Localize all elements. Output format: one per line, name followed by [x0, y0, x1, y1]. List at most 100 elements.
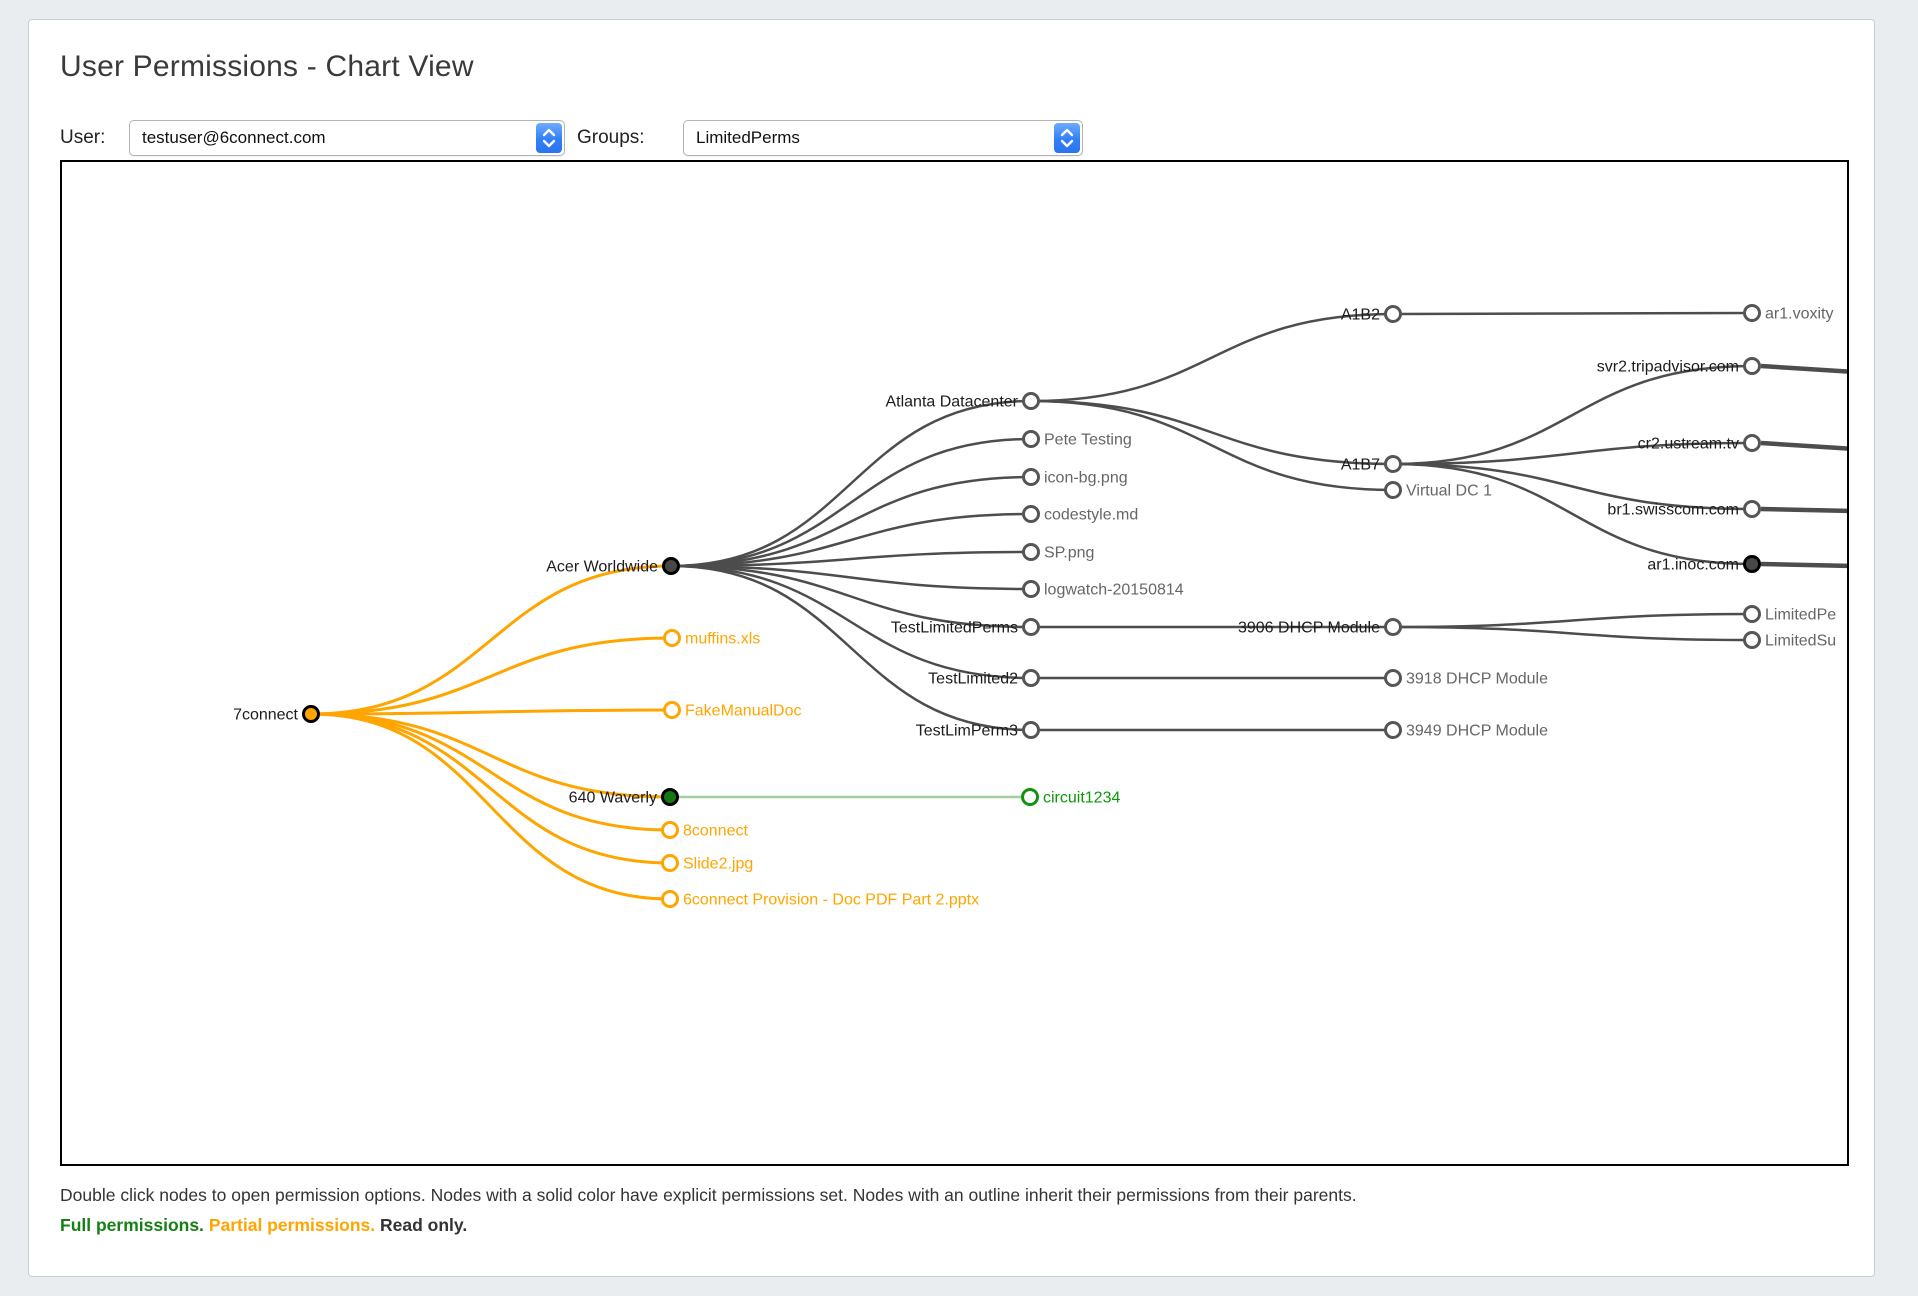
legend: Double click nodes to open permission op…	[60, 1180, 1850, 1240]
user-select[interactable]: testuser@6connect.com	[129, 120, 565, 156]
user-select-value: testuser@6connect.com	[142, 128, 326, 147]
tree-node-svr2[interactable]	[1743, 357, 1761, 375]
tree-node-label: logwatch-20150814	[1044, 582, 1184, 599]
tree-node-label: cr2.ustream.tv	[1638, 436, 1739, 453]
up-down-chevron-icon[interactable]	[1054, 123, 1080, 153]
user-label: User:	[60, 127, 106, 148]
tree-link	[670, 564, 1032, 680]
tree-node-dhcp3906[interactable]	[1384, 618, 1402, 636]
page-title: User Permissions - Chart View	[60, 50, 474, 83]
tree-node-limitedpe[interactable]	[1743, 605, 1761, 623]
tree-link	[1392, 364, 1753, 466]
tree-link	[310, 712, 671, 901]
tree-node-codestyle[interactable]	[1022, 505, 1040, 523]
tree-node-label: LimitedSu	[1765, 633, 1836, 650]
tree-node-label: A1B2	[1341, 307, 1380, 324]
up-down-chevron-icon[interactable]	[536, 123, 562, 153]
tree-link	[670, 512, 1032, 568]
tree-link	[1030, 399, 1394, 492]
tree-node-label: muffins.xls	[685, 631, 760, 648]
tree-node-muffins[interactable]	[663, 629, 681, 647]
tree-node-pete[interactable]	[1022, 430, 1040, 448]
tree-link	[1392, 311, 1753, 316]
tree-node-label: codestyle.md	[1044, 507, 1138, 524]
tree-node-label: 640 Waverly	[569, 790, 657, 807]
tree-node-label: Atlanta Datacenter	[885, 394, 1018, 411]
tree-link	[670, 475, 1032, 568]
tree-node-limitedsu[interactable]	[1743, 631, 1761, 649]
tree-link	[1392, 462, 1753, 511]
tree-node-cr2[interactable]	[1743, 434, 1761, 452]
tree-node-testlimited2[interactable]	[1022, 669, 1040, 687]
tree-node-br1[interactable]	[1743, 500, 1761, 518]
tree-node-label: Virtual DC 1	[1406, 483, 1492, 500]
tree-node-logwatch[interactable]	[1022, 580, 1040, 598]
tree-link	[1392, 612, 1753, 629]
tree-node-label: SP.png	[1044, 545, 1094, 562]
tree-node-waverly[interactable]	[661, 788, 679, 806]
tree-node-label: 8connect	[683, 823, 748, 840]
tree-link	[1030, 399, 1394, 466]
tree-node-atlanta[interactable]	[1022, 392, 1040, 410]
tree-node-label: TestLimPerm3	[916, 723, 1018, 740]
tree-link	[670, 564, 1032, 591]
tree-node-econnect8[interactable]	[661, 821, 679, 839]
tree-tail-link	[1760, 440, 1847, 451]
tree-link	[1030, 312, 1394, 403]
tree-link	[1392, 625, 1753, 642]
tree-node-label: icon-bg.png	[1044, 470, 1128, 487]
tree-node-circuit1234[interactable]	[1021, 788, 1039, 806]
tree-link	[1392, 462, 1753, 566]
tree-node-label: ar1.voxity	[1765, 306, 1833, 323]
tree-node-fakemanual[interactable]	[663, 701, 681, 719]
tree-node-dhcp3918[interactable]	[1384, 669, 1402, 687]
tree-node-a1b7[interactable]	[1384, 455, 1402, 473]
tree-node-n7connect[interactable]	[302, 705, 320, 723]
tree-node-label: Acer Worldwide	[546, 559, 658, 576]
tree-node-voxity[interactable]	[1743, 304, 1761, 322]
groups-select[interactable]: LimitedPerms	[683, 120, 1083, 156]
tree-link	[310, 636, 673, 716]
tree-node-label: circuit1234	[1043, 790, 1120, 807]
tree-link	[1392, 441, 1753, 466]
tree-node-label: 7connect	[233, 707, 298, 724]
tree-link	[310, 564, 672, 716]
tree-node-label: 3949 DHCP Module	[1406, 723, 1548, 740]
tree-node-label: LimitedPe	[1765, 607, 1836, 624]
tree-node-label: TestLimitedPerms	[891, 620, 1018, 637]
tree-node-virtualdc1[interactable]	[1384, 481, 1402, 499]
tree-node-testlimitedperms[interactable]	[1022, 618, 1040, 636]
tree-node-label: br1.swisscom.com	[1607, 502, 1739, 519]
tree-node-label: A1B7	[1341, 457, 1380, 474]
tree-node-label: Slide2.jpg	[683, 856, 753, 873]
tree-node-acer[interactable]	[662, 557, 680, 575]
legend-help-text: Double click nodes to open permission op…	[60, 1185, 1357, 1205]
tree-link	[670, 399, 1032, 568]
permissions-tree: 7connect Acer Worldwide muffins.xlsFakeMan…	[233, 304, 1847, 909]
tree-node-sppng[interactable]	[1022, 543, 1040, 561]
tree-node-provision[interactable]	[661, 890, 679, 908]
tree-node-label: svr2.tripadvisor.com	[1597, 359, 1739, 376]
tree-node-label: FakeManualDoc	[685, 703, 802, 720]
legend-full-permissions: Full permissions.	[60, 1215, 204, 1235]
tree-node-label: 3906 DHCP Module	[1238, 620, 1380, 637]
card: User Permissions - Chart View User: test…	[28, 19, 1875, 1277]
tree-node-inoc[interactable]	[1743, 555, 1761, 573]
tree-link	[670, 564, 1032, 732]
tree-node-label: 6connect Provision - Doc PDF Part 2.pptx	[683, 892, 979, 909]
tree-node-slide2[interactable]	[661, 854, 679, 872]
tree-node-dhcp3949[interactable]	[1384, 721, 1402, 739]
tree-tail-link	[1760, 363, 1847, 374]
tree-tail-link	[1760, 561, 1847, 569]
tree-node-label: 3918 DHCP Module	[1406, 671, 1548, 688]
tree-link	[310, 712, 671, 865]
tree-link	[670, 550, 1032, 568]
tree-node-a1b2[interactable]	[1384, 305, 1402, 323]
tree-node-iconbg[interactable]	[1022, 468, 1040, 486]
tree-tail-link	[1760, 506, 1847, 514]
legend-read-only: Read only.	[380, 1215, 468, 1235]
tree-node-label: Pete Testing	[1044, 432, 1132, 449]
tree-node-testlimperm3[interactable]	[1022, 721, 1040, 739]
